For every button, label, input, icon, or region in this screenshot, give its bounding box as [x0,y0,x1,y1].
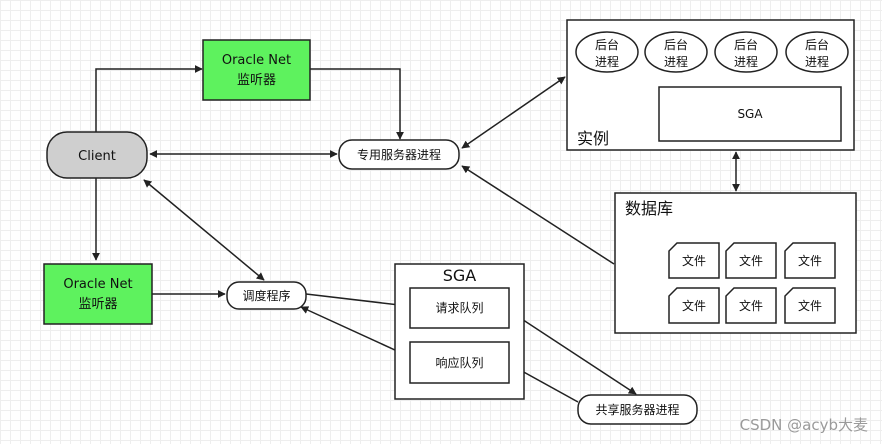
bg-process-4: 后台 进程 [785,31,849,73]
edge-response-queue-to-dispatcher [300,306,409,357]
file-1: 文件 [668,242,720,279]
instance-node: 后台 进程 后台 进程 后台 进程 后台 进程 SGA 实例 [566,19,855,151]
listener-top-line2: 监听器 [237,73,276,88]
shared-server-box [577,394,698,425]
file-3-shape [784,242,836,279]
bg-process-1-shape [575,31,639,73]
dispatcher-node: 调度程序 [226,281,307,310]
sga-queues-node: SGA 请求队列 响应队列 [394,263,525,400]
edge-client-dispatcher [143,179,265,281]
file-6-shape [784,287,836,324]
file-6-label: 文件 [798,298,822,313]
sga-queues-title: SGA [443,266,477,285]
bg-process-1: 后台 进程 [575,31,639,73]
bg-process-1-line2: 进程 [595,54,619,69]
edge-listener-top-to-dedicated [310,68,404,140]
instance-sga-box [658,86,842,142]
file-2-label: 文件 [739,253,763,268]
edge-database-to-dedicated [461,165,615,265]
file-1-label: 文件 [682,253,706,268]
listener-top-box [202,39,311,101]
bg-process-1-line1: 后台 [595,37,619,52]
dedicated-server-label: 专用服务器进程 [357,147,441,162]
client-label: Client [78,149,116,164]
file-5: 文件 [725,287,777,324]
client-node: Client [46,131,148,179]
file-3: 文件 [784,242,836,279]
file-4: 文件 [668,287,720,324]
file-4-shape [668,287,720,324]
response-queue-box [409,341,510,384]
bg-process-4-line2: 进程 [805,54,829,69]
bg-process-3-line1: 后台 [734,37,758,52]
response-queue-label: 响应队列 [435,355,483,370]
file-3-label: 文件 [798,253,822,268]
request-queue-label: 请求队列 [435,300,483,315]
bg-process-2-line1: 后台 [664,37,688,52]
file-5-shape [725,287,777,324]
client-box [46,131,148,179]
file-4-label: 文件 [682,298,706,313]
bg-process-2-line2: 进程 [664,54,688,69]
database-node: 数据库 文件 文件 文件 文件 文件 文件 [614,192,857,334]
file-6: 文件 [784,287,836,324]
edge-dispatcher-to-request-queue [305,293,409,310]
file-1-shape [668,242,720,279]
bg-process-3-line2: 进程 [734,54,758,69]
listener-bottom-box [43,263,153,325]
bg-process-2-shape [644,31,708,73]
bg-process-4-line1: 后台 [805,37,829,52]
file-2-shape [725,242,777,279]
file-5-label: 文件 [739,298,763,313]
edge-request-queue-to-shared-server [507,309,637,395]
dedicated-server-node: 专用服务器进程 [338,139,460,170]
listener-bottom: Oracle Net 监听器 [43,263,153,325]
bg-process-4-shape [785,31,849,73]
dedicated-server-box [338,139,460,170]
listener-bottom-line2: 监听器 [78,297,117,312]
watermark: CSDN @acyb大麦 [740,416,868,434]
connectors [92,65,740,403]
shared-server-label: 共享服务器进程 [595,402,679,417]
edge-dedicated-instance [461,76,566,149]
listener-top: Oracle Net 监听器 [202,39,311,101]
dispatcher-label: 调度程序 [242,288,290,303]
listener-bottom-line1: Oracle Net [63,277,132,292]
instance-label: 实例 [577,129,609,148]
bg-process-3: 后台 进程 [714,31,778,73]
edge-client-to-listener-top [95,65,203,132]
dispatcher-box [226,281,307,310]
bg-process-2: 后台 进程 [644,31,708,73]
instance-sga-label: SGA [737,107,763,121]
listener-top-line1: Oracle Net [222,53,291,68]
bg-process-3-shape [714,31,778,73]
file-2: 文件 [725,242,777,279]
request-queue-box [409,287,510,329]
database-label: 数据库 [625,199,673,218]
shared-server-node: 共享服务器进程 [577,394,698,425]
